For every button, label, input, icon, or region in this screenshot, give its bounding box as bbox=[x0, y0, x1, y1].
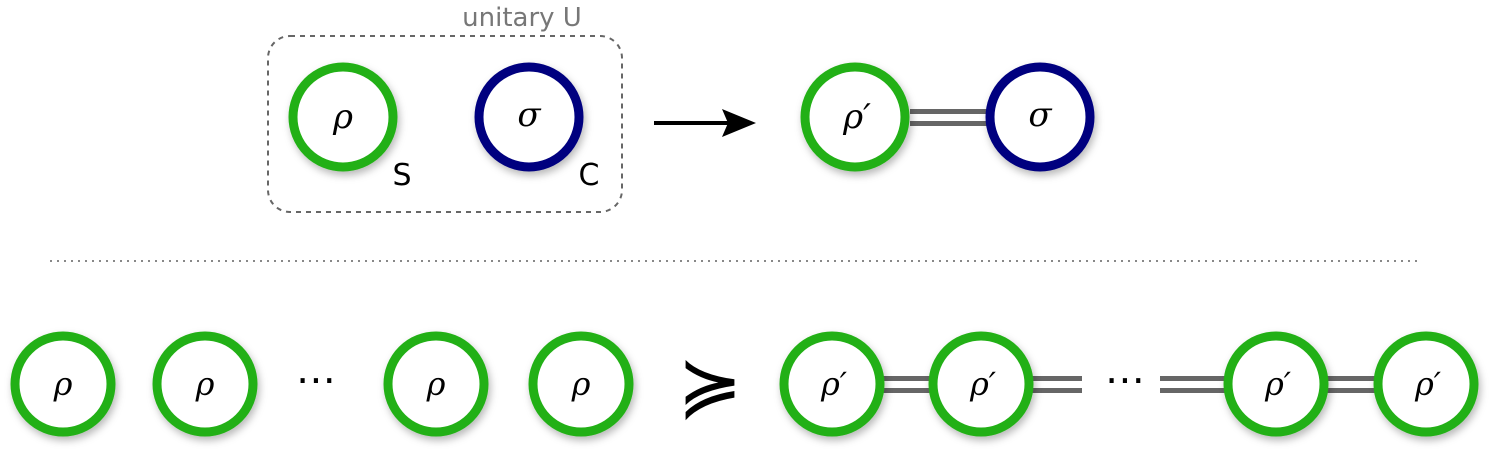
catalyst-state-circle bbox=[474, 62, 584, 172]
left-ellipsis: ⋯ bbox=[296, 357, 336, 403]
result-catalyst-symbol: σ bbox=[1028, 95, 1052, 135]
copy-circle bbox=[10, 331, 116, 437]
unitary-label: unitary U bbox=[462, 3, 582, 33]
transformation-arrow bbox=[654, 109, 756, 137]
bond bbox=[1326, 376, 1378, 393]
correlated-copy-symbol: ρ′ bbox=[1414, 365, 1442, 403]
copy-circle bbox=[383, 331, 489, 437]
top-row: unitary U ρ S σ C ρ′ σ bbox=[267, 3, 1095, 213]
copy-symbol: ρ bbox=[571, 365, 591, 403]
copy-symbol: ρ bbox=[426, 365, 446, 403]
catalyst-state-symbol: σ bbox=[517, 95, 541, 135]
copy-circle bbox=[528, 331, 634, 437]
correlated-copy-circle bbox=[1223, 331, 1329, 437]
bond bbox=[880, 376, 934, 393]
system-state-symbol: ρ bbox=[332, 97, 353, 137]
copy-symbol: ρ bbox=[53, 365, 73, 403]
correlated-copy-symbol: ρ′ bbox=[969, 365, 997, 403]
correlated-copy-symbol: ρ′ bbox=[820, 365, 848, 403]
correlation-bond bbox=[910, 109, 992, 126]
copy-symbol: ρ bbox=[195, 365, 215, 403]
copy-circle bbox=[152, 331, 258, 437]
correlated-copy-circle bbox=[1373, 331, 1479, 437]
bond bbox=[1160, 376, 1226, 393]
bottom-row: ρ ρ ⋯ ρ ρ ≽ ρ′ ρ′ ⋯ bbox=[10, 331, 1479, 437]
result-catalyst-circle bbox=[985, 62, 1095, 172]
right-ellipsis: ⋯ bbox=[1105, 357, 1145, 403]
bond bbox=[1030, 376, 1082, 393]
result-system-circle bbox=[800, 62, 910, 172]
catalyst-label: C bbox=[579, 158, 600, 193]
correlated-copy-circle bbox=[779, 331, 885, 437]
correlated-copy-circle bbox=[928, 331, 1034, 437]
majorization-symbol: ≽ bbox=[677, 341, 742, 431]
system-label: S bbox=[392, 158, 411, 193]
system-state-circle bbox=[288, 62, 398, 172]
correlated-copy-symbol: ρ′ bbox=[1264, 365, 1292, 403]
result-system-symbol: ρ′ bbox=[842, 97, 871, 137]
unitary-box bbox=[267, 35, 623, 213]
